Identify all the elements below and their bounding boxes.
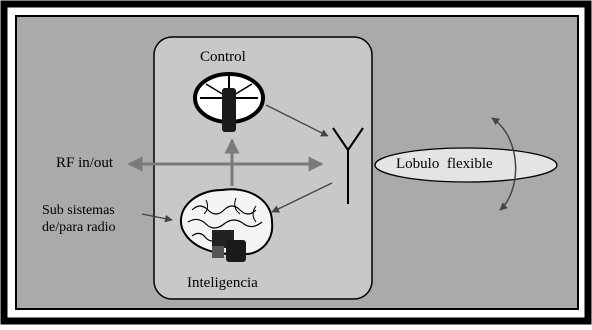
flexible-lobe-label: Lobulo flexible: [396, 156, 493, 172]
arrow-control-to-antenna: [265, 104, 329, 137]
arrow-antenna-to-intelligence: [271, 182, 333, 213]
subsystems-label-line2: de/para radio: [42, 220, 116, 235]
brain-icon: [179, 188, 274, 262]
subsystems-label-line1: Sub sistemas: [42, 203, 115, 218]
control-dial-icon: [193, 72, 265, 132]
antenna-icon: [332, 127, 364, 204]
rf-in-out-label: RF in/out: [56, 155, 114, 171]
flexible-lobe-shape: [374, 147, 558, 183]
intelligence-label: Inteligencia: [187, 275, 258, 291]
rotation-arrow-icon: [491, 117, 517, 211]
radio-core-panel: [153, 36, 373, 300]
arrow-subsystems-to-intelligence: [141, 213, 173, 223]
control-label: Control: [200, 49, 246, 65]
